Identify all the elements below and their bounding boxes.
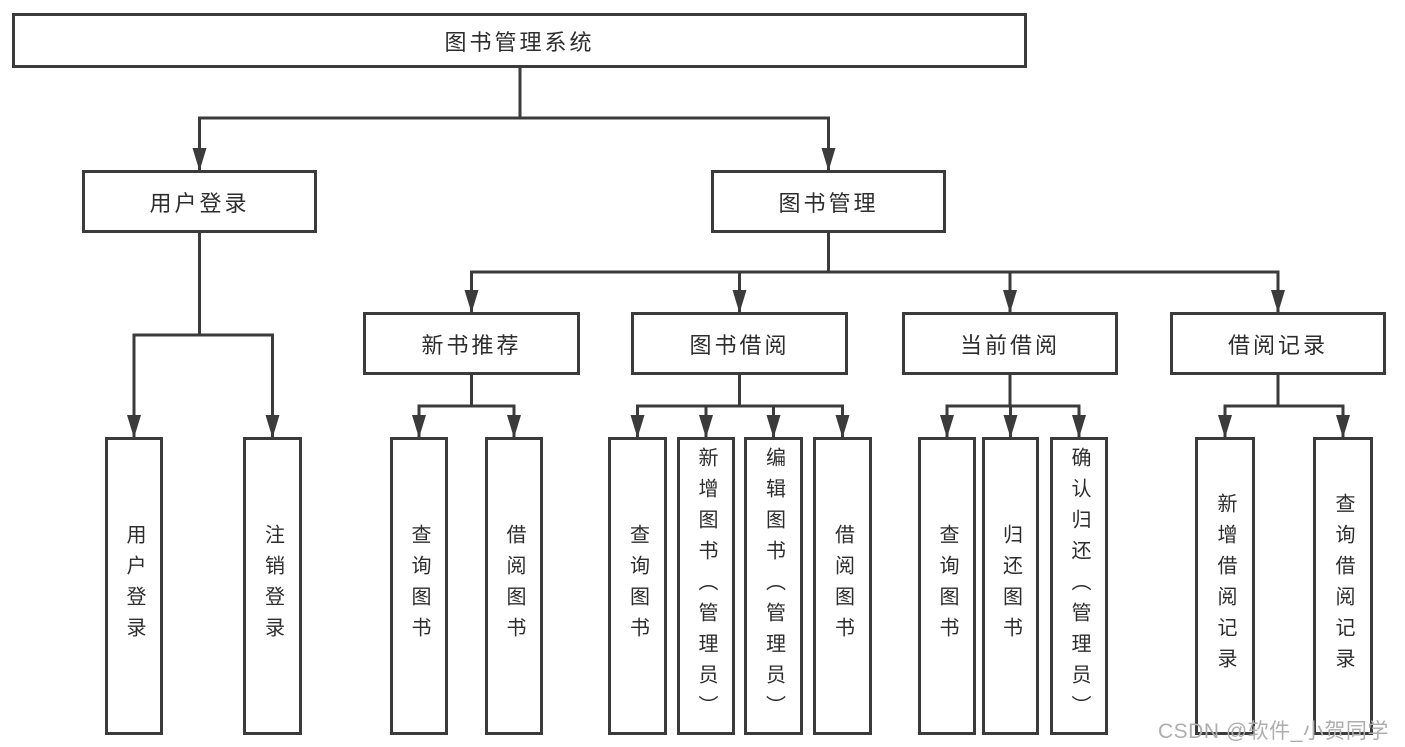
leaf-add-borrow-record: 新增借阅记录 <box>1195 437 1255 735</box>
node-label: 图书管理 <box>778 190 879 216</box>
node-current-borrowing: 当前借阅 <box>902 312 1118 375</box>
node-new-book-recommend: 新书推荐 <box>363 312 580 375</box>
node-label: 确认归还（管理员） <box>1068 446 1090 726</box>
leaf-logout: 注销登录 <box>243 437 302 735</box>
leaf-query-books-current: 查询图书 <box>918 437 976 735</box>
node-book-management: 图书管理 <box>711 170 946 233</box>
node-label: 图书管理系统 <box>444 29 595 55</box>
node-label: 注销登录 <box>261 524 284 648</box>
node-label: 归还图书 <box>999 524 1022 648</box>
node-label: 用户登录 <box>149 190 250 216</box>
leaf-query-borrow-record: 查询借阅记录 <box>1313 437 1373 735</box>
node-label: 当前借阅 <box>959 332 1060 358</box>
node-label: 编辑图书（管理员） <box>762 446 785 726</box>
node-label: 借阅记录 <box>1227 332 1328 358</box>
leaf-return-books: 归还图书 <box>982 437 1039 735</box>
node-label: 查询图书 <box>408 524 430 648</box>
leaf-confirm-return-admin: 确认归还（管理员） <box>1050 437 1108 735</box>
node-label: 图书借阅 <box>689 332 790 358</box>
node-label: 新书推荐 <box>421 332 522 358</box>
leaf-add-book-admin: 新增图书（管理员） <box>677 437 735 735</box>
node-label: 借阅图书 <box>831 524 854 648</box>
watermark: CSDN @软件_小贺同学 <box>1158 720 1389 743</box>
node-label: 用户登录 <box>123 524 145 648</box>
node-borrowing-records: 借阅记录 <box>1170 312 1386 375</box>
leaf-user-login: 用户登录 <box>105 437 163 735</box>
node-library-management-system: 图书管理系统 <box>12 13 1027 68</box>
node-user-login: 用户登录 <box>82 170 317 233</box>
node-label: 查询图书 <box>936 524 958 648</box>
node-label: 查询图书 <box>626 524 649 648</box>
leaf-query-books-borrowing: 查询图书 <box>608 437 667 735</box>
leaf-borrow-books-borrowing: 借阅图书 <box>813 437 872 735</box>
leaf-query-books-recommend: 查询图书 <box>390 437 448 735</box>
node-book-borrowing: 图书借阅 <box>631 312 848 375</box>
node-label: 新增图书（管理员） <box>695 446 717 726</box>
leaf-edit-book-admin: 编辑图书（管理员） <box>744 437 803 735</box>
node-label: 查询借阅记录 <box>1332 493 1354 679</box>
node-label: 新增借阅记录 <box>1214 493 1236 679</box>
leaf-borrow-books-recommend: 借阅图书 <box>485 437 543 735</box>
node-label: 借阅图书 <box>503 524 525 648</box>
